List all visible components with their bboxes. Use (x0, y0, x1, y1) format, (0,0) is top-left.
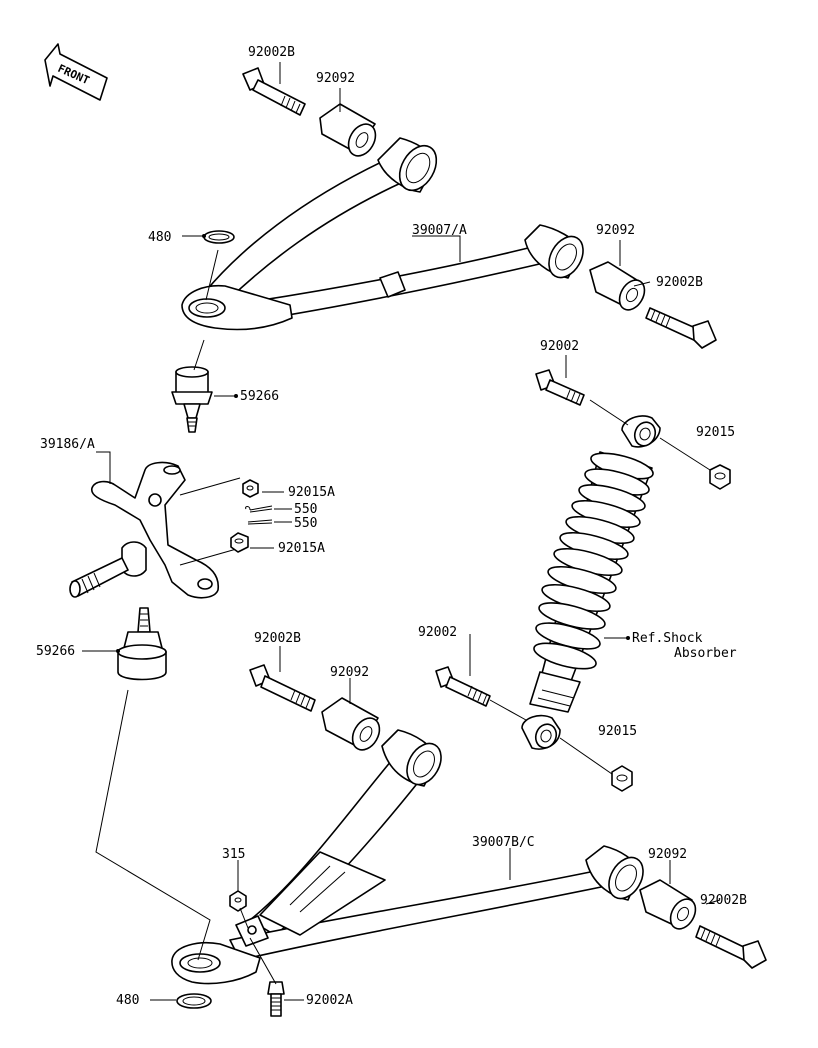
cotter-pin-1 (245, 505, 273, 513)
label-shock-nut-bottom: 92015 (598, 724, 637, 739)
label-lower-arm: 39007B/C (472, 835, 535, 850)
lower-circlip (176, 993, 212, 1009)
label-lower-bolt-bottom: 92002A (306, 993, 353, 1008)
lower-bushing-right (639, 879, 697, 930)
upper-a-arm (181, 137, 584, 331)
shock-bolt-bottom (435, 666, 491, 707)
label-lower-nut-small: 315 (222, 847, 245, 862)
label-upper-arm: 39007/A (412, 223, 467, 238)
lower-bolt-right (695, 925, 767, 969)
label-shock-ref-line1: Ref.Shock (632, 631, 703, 646)
upper-bolt-right (645, 307, 717, 349)
label-lower-circlip: 480 (116, 993, 139, 1008)
lower-a-arm (171, 729, 644, 985)
upper-bolt-top (242, 67, 306, 116)
upper-bushing-right (589, 261, 646, 311)
upper-circlip (203, 230, 235, 244)
nut-lower (230, 532, 249, 553)
label-nut-lower: 92015A (278, 541, 325, 556)
upper-bushing-top (319, 103, 377, 157)
label-nut-upper: 92015A (288, 485, 335, 500)
label-upper-bolt-top: 92002B (248, 45, 295, 60)
shock-absorber (521, 415, 661, 750)
label-lower-bushing-right: 92092 (648, 847, 687, 862)
label-upper-bolt-right: 92002B (656, 275, 703, 290)
leader-lines (82, 62, 721, 1001)
label-upper-bushing-top: 92092 (316, 71, 355, 86)
shock-bolt-top (535, 369, 585, 406)
label-shock-bolt-top: 92002 (540, 339, 579, 354)
cotter-pin-2 (247, 519, 273, 525)
shock-nut-top (709, 464, 731, 490)
label-cotter-pin-1: 550 (294, 502, 317, 517)
label-cotter-pin-2: 550 (294, 516, 317, 531)
lower-nut-small (229, 890, 247, 912)
nut-upper (242, 479, 259, 498)
label-upper-balljoint: 59266 (240, 389, 279, 404)
leader-dots (116, 234, 630, 653)
label-shock-ref-line2: Absorber (674, 646, 737, 661)
label-lower-balljoint: 59266 (36, 644, 75, 659)
label-shock-bolt-bottom: 92002 (418, 625, 457, 640)
label-lower-bolt-left: 92002B (254, 631, 301, 646)
lower-bushing-left (321, 697, 381, 751)
shock-nut-bottom (611, 765, 633, 792)
label-shock-nut-top: 92015 (696, 425, 735, 440)
lower-bolt-left (249, 664, 316, 712)
label-upper-bushing-right: 92092 (596, 223, 635, 238)
front-arrow-icon: FRONT (44, 43, 108, 101)
part-labels: 92002B 92092 480 39007/A 92092 92002B 59… (36, 45, 747, 1008)
label-upper-circlip: 480 (148, 230, 171, 245)
label-lower-bushing-left: 92092 (330, 665, 369, 680)
steering-knuckle (69, 461, 241, 599)
label-lower-bolt-right: 92002B (700, 893, 747, 908)
upper-balljoint (171, 366, 213, 433)
lower-bolt-bottom (267, 981, 285, 1017)
label-knuckle: 39186/A (40, 437, 95, 452)
lower-balljoint (117, 607, 167, 681)
